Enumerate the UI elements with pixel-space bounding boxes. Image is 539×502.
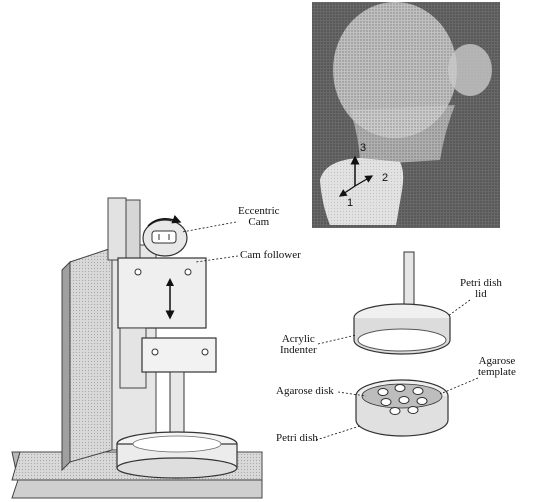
- axis-number-2: 2: [382, 172, 388, 184]
- acrylic-indenter-label: Acrylic Indenter: [280, 334, 317, 356]
- exploded-dish-assembly: [354, 252, 450, 436]
- eccentric-cam: [143, 219, 187, 256]
- agarose-disk-label: Agarose disk: [276, 386, 334, 397]
- cam-follower-block: [118, 258, 206, 328]
- axis-number-1: 1: [347, 197, 353, 209]
- agarose-template-label: Agarose template: [478, 356, 516, 378]
- cam-follower-label: Cam follower: [240, 250, 301, 261]
- petri-dish-label: Petri dish: [276, 433, 318, 444]
- petri-dish-base: [117, 432, 237, 478]
- joint-xray-image: [312, 2, 500, 228]
- eccentric-cam-label: Eccentric Cam: [238, 206, 280, 228]
- axis-number-3: 3: [360, 142, 366, 154]
- petri-dish-lid-label: Petri dish lid: [460, 278, 502, 300]
